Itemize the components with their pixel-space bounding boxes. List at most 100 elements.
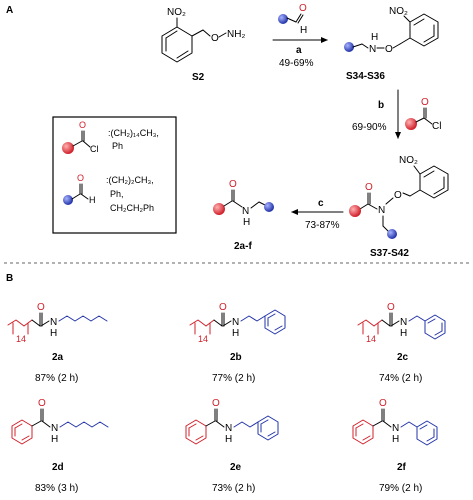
2e-hydrogen: H (225, 434, 232, 445)
compound-2f: O N H 2f 79% (2 h) (352, 398, 438, 494)
2a-nitrogen: N (50, 317, 57, 328)
s37-label: S37-S42 (370, 248, 409, 259)
acyl-chloride-reagent: O Cl (405, 97, 441, 132)
2b-yield: 77% (2 h) (212, 373, 255, 384)
2e-label: 2e (230, 462, 242, 473)
legend-aldehyde-r2: Ph, (110, 189, 124, 199)
s37-carbonyl-oxygen: O (365, 182, 373, 193)
legend-aldehyde-oxygen: O (77, 173, 84, 183)
product-blue-ball (264, 202, 274, 212)
s37-nitrogen: N (378, 205, 385, 216)
2d-nitrogen: N (51, 423, 58, 434)
2c-oxygen: O (387, 302, 395, 313)
2f-oxygen: O (379, 398, 387, 409)
2a-label: 2a (52, 352, 64, 363)
2e-nitrogen: N (225, 423, 232, 434)
2d-label: 2d (52, 462, 64, 473)
step-c-letter: c (318, 198, 324, 209)
compound-2e: O N H 2e 73% (2 h) (185, 398, 279, 494)
s37-no2: NO₂ (399, 155, 418, 166)
2b-hydrogen: H (232, 328, 239, 339)
product-oxygen: O (229, 179, 237, 190)
product-hydrogen: H (243, 217, 250, 228)
compound-2b: 14 O N H 2b 77% (2 h) (189, 302, 286, 384)
s2-label: S2 (192, 72, 205, 83)
2f-label: 2f (397, 462, 407, 473)
product-2a-f: O N H 2a-f (213, 179, 274, 252)
2a-hydrogen: H (50, 328, 57, 339)
aldehyde-oxygen: O (299, 3, 307, 14)
panel-a-label: A (6, 5, 13, 16)
aldehyde-blue-ball (278, 14, 288, 24)
legend-aldehyde-r3: CH₂CH₂Ph (110, 203, 154, 213)
aldehyde-hydrogen: H (300, 25, 307, 36)
acyl-reagent-chlorine: Cl (432, 121, 441, 132)
panel-b-label: B (6, 273, 13, 284)
aldehyde-reagent: O H (278, 3, 307, 36)
2f-hydrogen: H (392, 434, 399, 445)
2e-yield: 73% (2 h) (212, 483, 255, 494)
product-red-ball (213, 203, 225, 215)
product-nitrogen: N (242, 206, 249, 217)
2d-yield: 83% (3 h) (35, 483, 78, 494)
2b-subscript: 14 (198, 334, 208, 344)
acyl-reagent-oxygen: O (421, 97, 429, 108)
legend-red-ball (62, 142, 74, 154)
2d-phenyl-ring (11, 419, 33, 445)
compound-2a: 14 O N H 2a 87% (2 h) (7, 302, 108, 384)
step-a-letter: a (296, 45, 302, 56)
legend-acyl-r1: :(CH₂)₁₄CH₃, (108, 128, 159, 138)
2e-oxygen: O (212, 398, 220, 409)
2b-phenyl-ring (264, 309, 286, 335)
legend-acyl-r2: Ph (112, 141, 123, 151)
s2-nh2: NH₂ (227, 29, 245, 40)
compound-2c: 14 O N H 2c 74% (2 h) (357, 302, 446, 384)
product-label: 2a-f (234, 241, 252, 252)
2f-nitrogen: N (392, 423, 399, 434)
2a-subscript: 14 (16, 334, 26, 344)
2a-oxygen: O (37, 302, 45, 313)
compound-2d: O N H 2d 83% (3 h) (11, 398, 109, 494)
2d-oxygen: O (38, 398, 46, 409)
step-c-yield: 73-87% (305, 220, 340, 231)
2d-hydrogen: H (51, 434, 58, 445)
2c-yield: 74% (2 h) (379, 373, 422, 384)
legend-aldehyde-r1: :(CH₂)₂CH₃, (106, 175, 154, 185)
step-a-yield: 49-69% (279, 58, 314, 69)
2c-phenyl-ring (424, 314, 446, 340)
legend-blue-ball (63, 195, 73, 205)
2b-oxygen: O (219, 302, 227, 313)
step-b-letter: b (378, 100, 384, 111)
2b-nitrogen: N (232, 317, 239, 328)
s2-no2: NO₂ (167, 7, 186, 18)
s2-oxygen: O (211, 33, 219, 44)
legend-acyl-oxygen: O (79, 120, 86, 130)
legend-box (52, 116, 177, 234)
2c-hydrogen: H (400, 328, 407, 339)
s34-hydrogen: H (371, 32, 378, 43)
2c-subscript: 14 (366, 334, 376, 344)
s34-blue-ball (344, 42, 354, 52)
2f-benzyl-ring (416, 420, 438, 446)
2a-yield: 87% (2 h) (35, 373, 78, 384)
s37-red-ball (349, 205, 361, 217)
2e-benzyl-ring (257, 415, 279, 441)
2b-label: 2b (230, 352, 242, 363)
s37-blue-ball (387, 229, 397, 239)
s37-oxygen-chain: O (394, 190, 402, 201)
2f-yield: 79% (2 h) (379, 483, 422, 494)
s34-no2: NO₂ (389, 6, 408, 17)
s34-nitrogen: N (369, 44, 376, 55)
legend-acyl-chlorine: Cl (90, 144, 99, 154)
compound-s2: NO₂ O NH₂ S2 (161, 7, 245, 83)
compound-s34-s36: N H O NO₂ S34-S36 (344, 6, 439, 82)
s34-label: S34-S36 (346, 71, 385, 82)
2e-phenyl-ring (185, 419, 207, 445)
step-b-yield: 69-90% (352, 122, 387, 133)
2c-label: 2c (397, 352, 409, 363)
acyl-red-ball (405, 118, 417, 130)
s34-oxygen: O (385, 44, 393, 55)
legend-aldehyde-hydrogen: H (89, 195, 96, 205)
2f-phenyl-ring (352, 419, 374, 445)
